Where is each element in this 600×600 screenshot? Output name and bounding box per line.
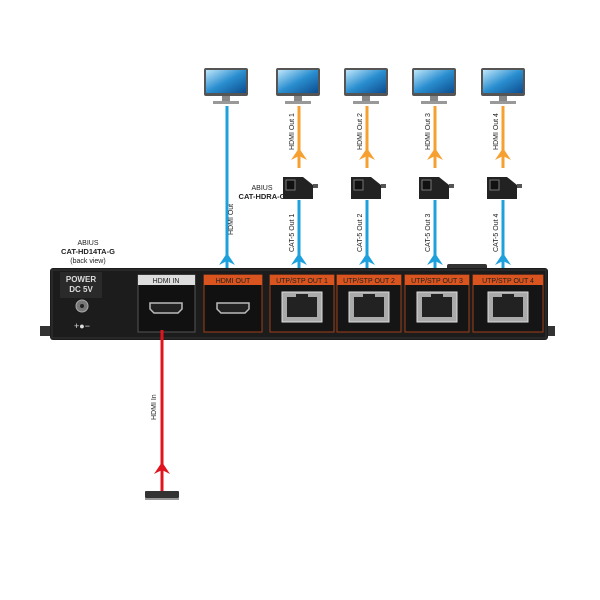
cat5-out-3-label: CAT-5 Out 3 — [425, 214, 432, 252]
receiver-model: CAT-HDRA-G — [239, 192, 286, 201]
utp-out-4: UTP/STP OUT 4 — [472, 274, 544, 333]
source-device-icon — [145, 491, 179, 500]
transmitter-note: (back view) — [70, 258, 105, 265]
output-chain-2: HDMI Out 2 CAT-5 Out 2 — [350, 106, 387, 272]
cat5-out-4-label: CAT-5 Out 4 — [493, 214, 500, 252]
hdmi-out-label: HDMI Out — [228, 204, 235, 235]
hdmi-out-4-label: HDMI Out 4 — [493, 113, 500, 150]
output-chain-3: HDMI Out 3 CAT-5 Out 3 — [418, 106, 455, 272]
hdmi-in-label: HDMI IN — [153, 278, 180, 285]
polarity-icon: +●− — [74, 321, 90, 331]
utp-out-3: UTP/STP OUT 3 — [404, 274, 470, 333]
power-label: POWER — [66, 275, 96, 284]
hdmi-out-port[interactable] — [216, 302, 250, 314]
cat5-out-2-label: CAT-5 Out 2 — [357, 214, 364, 252]
monitor-icon-3 — [412, 68, 456, 104]
utp-out-1: UTP/STP OUT 1 — [269, 274, 335, 333]
hdmi-out-cable: HDMI Out — [219, 106, 235, 272]
utp-out-3-label: UTP/STP OUT 3 — [411, 278, 463, 285]
receiver-icon-4 — [486, 176, 523, 200]
output-chain-1: HDMI Out 1 CAT-5 Out 1 — [282, 106, 319, 272]
utp-out-1-label: UTP/STP OUT 1 — [276, 278, 328, 285]
hdmi-out-2-label: HDMI Out 2 — [357, 113, 364, 150]
output-chain-4: HDMI Out 4 CAT-5 Out 4 — [486, 106, 523, 272]
hdmi-out-port-label: HDMI OUT — [216, 278, 251, 285]
receiver-icon-3 — [418, 176, 455, 200]
utp-out-2: UTP/STP OUT 2 — [336, 274, 402, 333]
receiver-brand: ABIUS — [251, 185, 272, 192]
monitor-icon-hdmi-out — [204, 68, 248, 104]
hdmi-in-cable: HDMI In — [151, 330, 170, 492]
utp-out-4-label: UTP/STP OUT 4 — [482, 278, 534, 285]
receiver-icon-2 — [350, 176, 387, 200]
monitor-icon-2 — [344, 68, 388, 104]
hdmi-out-1-label: HDMI Out 1 — [289, 113, 296, 150]
transmitter-brand: ABIUS — [77, 240, 98, 247]
hdmi-out-3-label: HDMI Out 3 — [425, 113, 432, 150]
cat5-out-1-label: CAT-5 Out 1 — [289, 214, 296, 252]
receiver-icon-1 — [282, 176, 319, 200]
transmitter-device: POWER DC 5V +●− HDMI IN HDMI OUT UTP/STP… — [40, 264, 555, 340]
hdmi-in-port[interactable] — [149, 302, 183, 314]
transmitter-model: CAT-HD14TA-G — [61, 247, 115, 256]
hdmi-in-cable-label: HDMI In — [151, 394, 158, 420]
power-voltage: DC 5V — [69, 285, 93, 294]
monitor-icon-4 — [481, 68, 525, 104]
utp-out-2-label: UTP/STP OUT 2 — [343, 278, 395, 285]
monitor-icon-1 — [276, 68, 320, 104]
